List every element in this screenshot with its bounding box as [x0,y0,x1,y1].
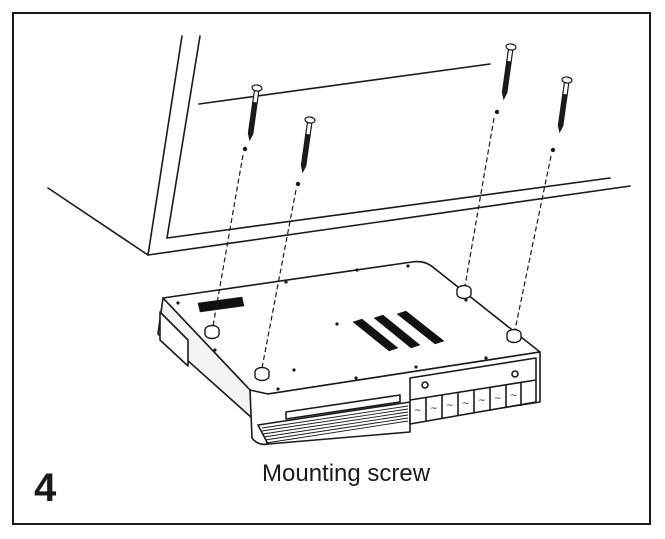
caption: Mounting screw [262,460,431,487]
svg-text:~: ~ [510,391,518,401]
step-number: 4 [34,466,57,510]
screw-icon [242,43,573,187]
mounting-bosses [204,284,522,382]
svg-text:~: ~ [494,394,502,404]
svg-text:~: ~ [414,406,422,416]
svg-text:~: ~ [462,399,470,409]
device-body: ~ ~ ~ ~ ~ ~ ~ [157,260,541,446]
screw-guide-lines [212,117,552,369]
svg-text:~: ~ [430,404,438,414]
svg-text:~: ~ [478,396,486,406]
cabinet-outline [47,35,631,256]
svg-text:~: ~ [446,401,454,411]
figure-frame [12,12,651,525]
